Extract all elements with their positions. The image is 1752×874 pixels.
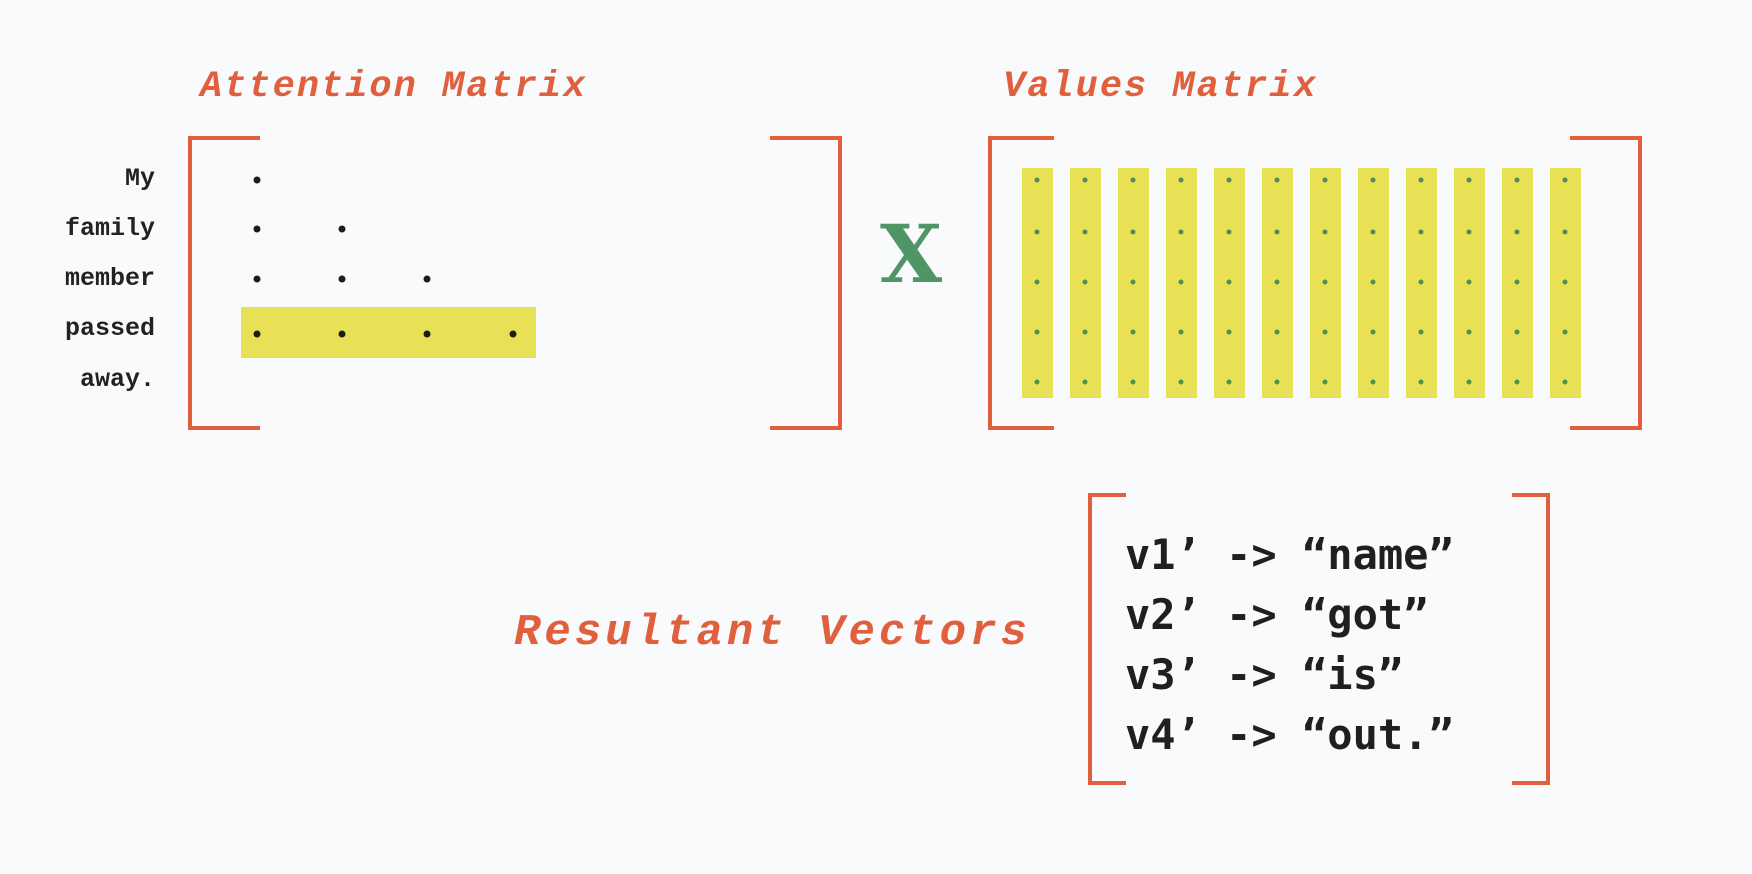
value-dot xyxy=(1370,229,1376,235)
resultant-left-bracket xyxy=(1088,493,1126,785)
value-dot xyxy=(1370,329,1376,335)
value-dot xyxy=(1082,279,1088,285)
value-dot xyxy=(1226,379,1232,385)
value-dot xyxy=(1514,279,1520,285)
value-dot xyxy=(1514,379,1520,385)
attention-dot xyxy=(253,330,261,338)
row-label-away: away. xyxy=(79,365,155,394)
value-dot xyxy=(1562,379,1568,385)
value-dot xyxy=(1322,329,1328,335)
value-dot xyxy=(1130,329,1136,335)
value-dot xyxy=(1226,177,1232,183)
value-dot xyxy=(1562,229,1568,235)
value-dot xyxy=(1274,329,1280,335)
result-line-v2: v2’ -> “got” xyxy=(1125,590,1429,639)
row-label-my: My xyxy=(124,164,155,193)
value-dot xyxy=(1466,329,1472,335)
result-line-v4: v4’ -> “out.” xyxy=(1125,710,1454,759)
value-dot xyxy=(1322,379,1328,385)
value-dot xyxy=(1274,229,1280,235)
value-dot xyxy=(1034,229,1040,235)
value-dot xyxy=(1130,379,1136,385)
value-dot xyxy=(1178,279,1184,285)
value-dot xyxy=(1562,279,1568,285)
value-dot xyxy=(1370,379,1376,385)
value-dot xyxy=(1418,329,1424,335)
value-dot xyxy=(1130,279,1136,285)
row-label-member: member xyxy=(64,264,155,293)
value-dot xyxy=(1226,329,1232,335)
value-dot xyxy=(1466,229,1472,235)
attention-dot xyxy=(338,225,346,233)
value-dot xyxy=(1130,177,1136,183)
attention-dot xyxy=(509,330,517,338)
value-dot xyxy=(1418,379,1424,385)
value-dot xyxy=(1418,177,1424,183)
value-dot xyxy=(1178,379,1184,385)
value-dot xyxy=(1034,379,1040,385)
value-dot xyxy=(1370,279,1376,285)
value-dot xyxy=(1322,177,1328,183)
value-dot xyxy=(1178,329,1184,335)
value-dot xyxy=(1370,177,1376,183)
value-dot xyxy=(1034,279,1040,285)
value-dot xyxy=(1466,379,1472,385)
value-dot xyxy=(1466,279,1472,285)
row-label-family: family xyxy=(64,214,155,243)
resultant-vectors-title: Resultant Vectors xyxy=(514,608,1031,658)
values-left-bracket xyxy=(988,136,1054,430)
attention-dot xyxy=(423,330,431,338)
value-dot xyxy=(1082,329,1088,335)
value-dot xyxy=(1418,229,1424,235)
result-line-v1: v1’ -> “name” xyxy=(1125,530,1454,579)
value-dot xyxy=(1514,229,1520,235)
values-right-bracket xyxy=(1570,136,1642,430)
attention-dot xyxy=(253,225,261,233)
highlighted-row-passed xyxy=(241,307,536,358)
value-dot xyxy=(1226,279,1232,285)
attention-dot xyxy=(338,330,346,338)
value-dot xyxy=(1034,329,1040,335)
multiply-operator: X xyxy=(880,207,943,301)
value-dot xyxy=(1418,279,1424,285)
value-dot xyxy=(1034,177,1040,183)
value-dot xyxy=(1274,379,1280,385)
value-dot xyxy=(1130,229,1136,235)
value-dot xyxy=(1082,229,1088,235)
value-dot xyxy=(1562,329,1568,335)
value-dot xyxy=(1082,177,1088,183)
value-dot xyxy=(1514,329,1520,335)
attention-dot xyxy=(338,275,346,283)
attention-left-bracket xyxy=(188,136,260,430)
value-dot xyxy=(1322,229,1328,235)
attention-right-bracket xyxy=(770,136,842,430)
attention-dot xyxy=(253,275,261,283)
attention-matrix-title: Attention Matrix xyxy=(200,66,588,108)
value-dot xyxy=(1178,177,1184,183)
value-dot xyxy=(1274,177,1280,183)
attention-dot xyxy=(253,176,261,184)
value-dot xyxy=(1274,279,1280,285)
value-dot xyxy=(1226,229,1232,235)
value-dot xyxy=(1562,177,1568,183)
values-matrix-title: Values Matrix xyxy=(1003,66,1318,108)
result-line-v3: v3’ -> “is” xyxy=(1125,650,1404,699)
attention-dot xyxy=(423,275,431,283)
value-dot xyxy=(1082,379,1088,385)
resultant-right-bracket xyxy=(1512,493,1550,785)
value-dot xyxy=(1322,279,1328,285)
value-dot xyxy=(1466,177,1472,183)
value-dot xyxy=(1514,177,1520,183)
row-label-passed: passed xyxy=(64,314,155,343)
value-dot xyxy=(1178,229,1184,235)
